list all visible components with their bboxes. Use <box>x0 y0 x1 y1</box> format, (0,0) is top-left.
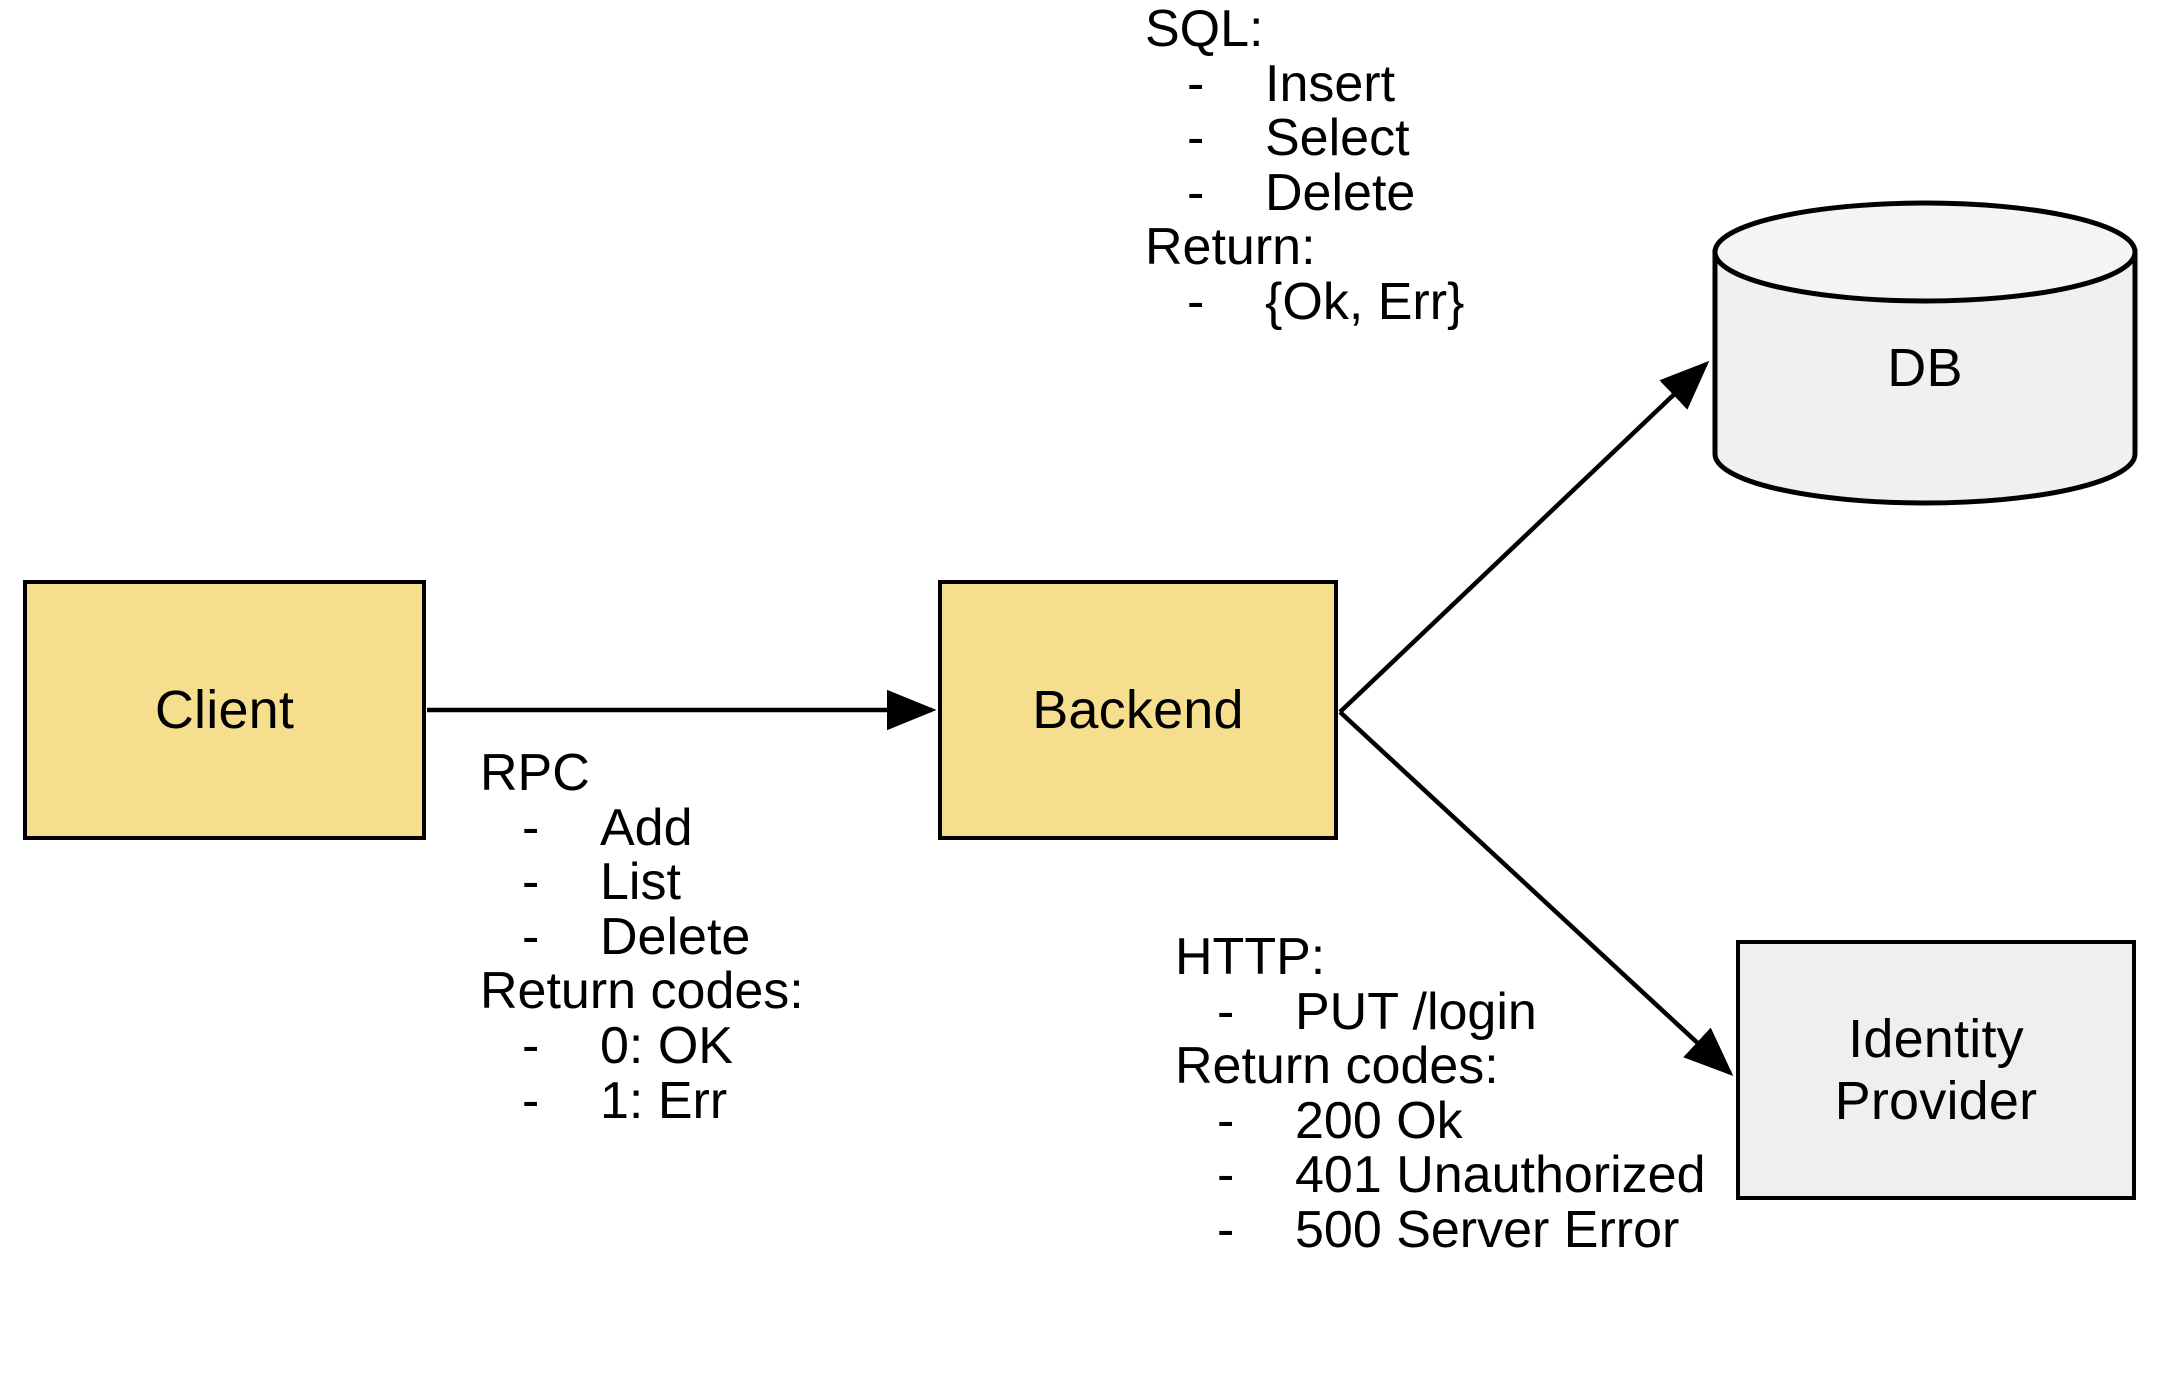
annotation-rpc: RPC - Add - List - Delete Return codes: … <box>480 746 804 1128</box>
list-item: - Delete <box>480 910 804 965</box>
list-item-label: Delete <box>1265 163 1416 222</box>
bullet-dash: - <box>1217 1200 1235 1259</box>
annotation-http-heading: HTTP: <box>1175 928 1326 986</box>
node-backend[interactable]: Backend <box>938 580 1338 840</box>
annotation-sql-return-heading: Return: <box>1145 218 1316 277</box>
bullet-dash: - <box>1187 54 1205 113</box>
annotation-http-returns: - 200 Ok - 401 Unauthorized - 500 Server… <box>1175 1094 1706 1258</box>
bullet-dash: - <box>1217 982 1235 1041</box>
node-identity-provider-label: Identity Provider <box>1834 1008 2038 1131</box>
list-item: - Add <box>480 798 804 857</box>
list-item-label: 500 Server Error <box>1295 1200 1680 1259</box>
list-item-label: PUT /login <box>1295 982 1537 1041</box>
list-item: - {Ok, Err} <box>1145 275 1464 330</box>
annotation-http-return-heading: Return codes: <box>1175 1037 1499 1096</box>
annotation-http-operations: - PUT /login <box>1175 982 1706 1041</box>
list-item-label: 401 Unauthorized <box>1295 1146 1706 1205</box>
bullet-dash: - <box>1217 1091 1235 1150</box>
list-item-label: 0: OK <box>600 1016 733 1075</box>
bullet-dash: - <box>522 798 540 857</box>
bullet-dash: - <box>522 1071 540 1130</box>
bullet-dash: - <box>1187 163 1205 222</box>
list-item: - 500 Server Error <box>1175 1203 1706 1258</box>
annotation-sql: SQL: - Insert - Select - Delete Return: … <box>1145 2 1464 330</box>
list-item: - Select <box>1145 111 1464 166</box>
list-item-label: Delete <box>600 907 751 966</box>
list-item: - 0: OK <box>480 1019 804 1074</box>
list-item-label: {Ok, Err} <box>1265 272 1465 331</box>
bullet-dash: - <box>1187 272 1205 331</box>
annotation-http: HTTP: - PUT /login Return codes: - 200 O… <box>1175 930 1706 1258</box>
database-cylinder-icon <box>1712 200 2138 506</box>
list-item: - Insert <box>1145 54 1464 113</box>
annotation-sql-operations: - Insert - Select - Delete <box>1145 54 1464 221</box>
list-item-label: 1: Err <box>600 1071 728 1130</box>
list-item: - 401 Unauthorized <box>1175 1148 1706 1203</box>
list-item-label: Insert <box>1265 54 1396 113</box>
node-db[interactable]: DB <box>1712 200 2138 506</box>
list-item: - 200 Ok <box>1175 1094 1706 1149</box>
annotation-rpc-heading: RPC <box>480 744 590 802</box>
list-item-label: 200 Ok <box>1295 1091 1463 1150</box>
annotation-rpc-operations: - Add - List - Delete <box>480 798 804 965</box>
annotation-sql-heading: SQL: <box>1145 0 1264 58</box>
list-item: - Delete <box>1145 166 1464 221</box>
node-backend-label: Backend <box>1032 679 1244 740</box>
list-item-label: Add <box>600 798 693 857</box>
annotation-sql-returns: - {Ok, Err} <box>1145 275 1464 330</box>
list-item: - List <box>480 855 804 910</box>
edge-backend-to-db <box>1338 360 1710 714</box>
list-item: - PUT /login <box>1175 982 1706 1041</box>
bullet-dash: - <box>1187 109 1205 168</box>
node-client-label: Client <box>154 679 295 740</box>
list-item-label: Select <box>1265 109 1410 168</box>
node-identity-provider[interactable]: Identity Provider <box>1736 940 2136 1200</box>
node-db-label: DB <box>1887 337 1963 398</box>
bullet-dash: - <box>522 907 540 966</box>
annotation-rpc-returns: - 0: OK - 1: Err <box>480 1019 804 1128</box>
list-item: - 1: Err <box>480 1071 804 1130</box>
node-client[interactable]: Client <box>23 580 426 840</box>
bullet-dash: - <box>1217 1146 1235 1205</box>
bullet-dash: - <box>522 1016 540 1075</box>
annotation-rpc-return-heading: Return codes: <box>480 962 804 1021</box>
bullet-dash: - <box>522 853 540 912</box>
list-item-label: List <box>600 853 681 912</box>
